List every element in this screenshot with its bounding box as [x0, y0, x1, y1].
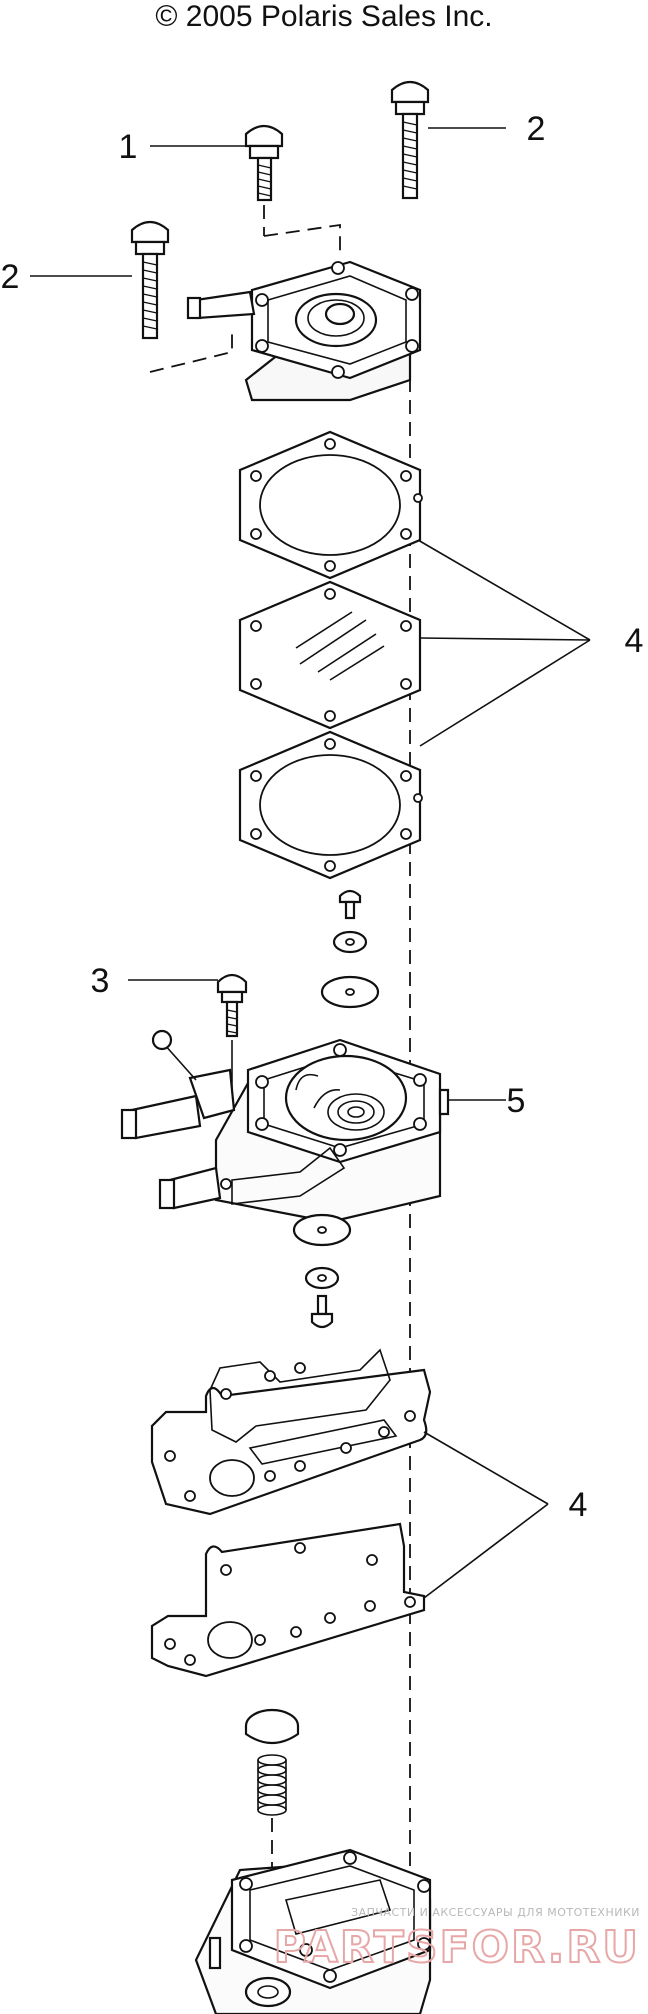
screw-item-3[interactable] — [216, 973, 248, 1038]
callout-leaders — [30, 127, 591, 1599]
screw-item-1[interactable] — [244, 124, 284, 202]
pump-base[interactable] — [194, 1848, 432, 2014]
diaphragm[interactable] — [238, 580, 422, 730]
long-screw-item-2-right[interactable] — [390, 80, 430, 200]
gasket-plate-upper[interactable] — [150, 1348, 432, 1516]
check-valve-bottom[interactable] — [292, 1213, 352, 1247]
gasket-ring-lower[interactable] — [238, 730, 423, 880]
copyright-text: © 2005 Polaris Sales Inc. — [155, 0, 492, 33]
spring[interactable] — [257, 1754, 287, 1816]
callout-2-right-label: 2 — [527, 110, 546, 148]
gasket-ring-upper[interactable] — [238, 430, 423, 580]
pump-body[interactable] — [120, 1029, 450, 1224]
callout-4-lower-label: 4 — [569, 1486, 588, 1524]
watermark-tagline: ЗАПЧАСТИ И АКСЕССУАРЫ ДЛЯ МОТОТЕХНИКИ — [351, 1906, 640, 1919]
callout-4-upper-label: 4 — [625, 622, 644, 660]
callout-3-label: 3 — [91, 962, 110, 1000]
long-screw-item-2-left[interactable] — [130, 220, 170, 340]
watermark-brand: PARTSFOR.RU — [274, 1922, 640, 1973]
valve-washer-top[interactable] — [332, 930, 368, 954]
callout-5-label: 5 — [507, 1082, 526, 1120]
valve-washer-bottom[interactable] — [304, 1266, 340, 1290]
callout-1-label: 1 — [119, 128, 138, 166]
gasket-plate-lower[interactable] — [150, 1522, 426, 1678]
valve-cap[interactable] — [244, 1708, 300, 1745]
callout-2-left-label: 2 — [1, 258, 20, 296]
check-valve-top[interactable] — [320, 975, 380, 1009]
pump-cover[interactable] — [186, 260, 422, 402]
valve-screw-bottom[interactable] — [310, 1294, 334, 1329]
valve-screw-top[interactable] — [338, 889, 362, 920]
bracket-dashed-leaders — [149, 205, 341, 373]
